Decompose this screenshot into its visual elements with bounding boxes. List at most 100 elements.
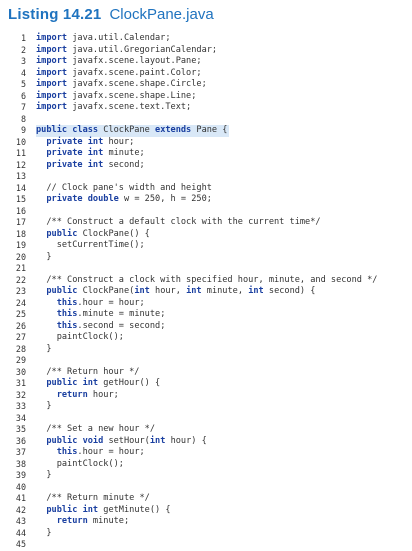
line-number: 13 — [15, 171, 26, 181]
code-token — [36, 505, 46, 515]
code-line: 36 public void setHour(int hour) { — [0, 436, 412, 448]
keyword-token: import — [36, 44, 68, 55]
code-token: hour; — [87, 389, 119, 400]
keyword-token: public void — [46, 435, 104, 446]
keyword-token: import — [36, 67, 68, 78]
code-token — [36, 390, 57, 400]
code-line: 39 } — [0, 470, 412, 482]
keyword-token: public int — [46, 378, 99, 388]
code-line: 14 // Clock pane's width and height — [0, 183, 412, 195]
line-number: 33 — [15, 401, 26, 411]
code-text: } — [36, 470, 54, 482]
code-token — [36, 447, 57, 457]
code-text: /** Set a new hour */ — [36, 424, 157, 436]
code-line: 25 this.minute = minute; — [0, 309, 412, 321]
code-text: import java.util.GregorianCalendar; — [36, 45, 219, 57]
code-token: getHour() { — [98, 378, 161, 388]
code-line: 11 private int minute; — [0, 148, 412, 160]
line-number: 44 — [15, 527, 26, 538]
code-text: public void setHour(int hour) { — [36, 436, 209, 448]
line-number: 15 — [15, 194, 26, 204]
code-text: private double w = 250, h = 250; — [36, 194, 214, 206]
code-text: public ClockPane() { — [36, 229, 152, 241]
code-text: public ClockPane(int hour, int minute, i… — [36, 286, 317, 298]
code-text: return hour; — [36, 390, 121, 402]
code-token: setCurrentTime(); — [36, 240, 145, 250]
line-number: 10 — [15, 136, 26, 147]
code-token: minute; — [87, 516, 130, 526]
code-text: paintClock(); — [36, 332, 126, 344]
code-text: import javafx.scene.layout.Pane; — [36, 56, 204, 68]
line-number: 19 — [15, 240, 26, 250]
code-token: java.util.Calendar; — [67, 33, 171, 43]
code-token: .minute = minute; — [77, 309, 166, 319]
code-token — [36, 436, 46, 446]
code-text: import java.util.Calendar; — [36, 33, 173, 45]
code-text: this.minute = minute; — [36, 309, 167, 321]
code-token: .hour = hour; — [77, 447, 145, 457]
keyword-token: int — [248, 286, 264, 296]
code-text: } — [36, 528, 54, 540]
line-number: 11 — [15, 148, 26, 158]
code-token — [36, 148, 46, 158]
line-number: 18 — [15, 228, 26, 239]
keyword-token: public — [46, 228, 78, 239]
code-token: javafx.scene.text.Text; — [67, 102, 192, 112]
code-text: this.hour = hour; — [36, 447, 147, 459]
code-token: second) { — [263, 286, 316, 296]
code-token: paintClock(); — [36, 332, 124, 342]
code-token: java.util.GregorianCalendar; — [67, 44, 218, 55]
code-line: 31 public int getHour() { — [0, 378, 412, 390]
code-text: return minute; — [36, 516, 131, 528]
keyword-token: public — [46, 286, 78, 296]
code-line: 15 private double w = 250, h = 250; — [0, 194, 412, 206]
code-text: setCurrentTime(); — [36, 240, 147, 252]
line-number: 35 — [15, 424, 26, 434]
code-line: 13 — [0, 171, 412, 183]
keyword-token: this — [56, 297, 78, 308]
code-line: 22 /** Construct a clock with specified … — [0, 275, 412, 287]
code-token: ClockPane() { — [77, 228, 150, 239]
code-token: javafx.scene.paint.Color; — [67, 67, 202, 78]
comment-token: /** Construct a clock with specified hou… — [36, 274, 378, 285]
code-token: minute, — [201, 286, 249, 296]
line-number: 3 — [20, 56, 26, 66]
keyword-token: public int — [46, 504, 99, 515]
code-text: import javafx.scene.shape.Circle; — [36, 79, 209, 91]
line-number: 24 — [15, 297, 26, 308]
code-line: 44 } — [0, 528, 412, 540]
code-token: javafx.scene.shape.Circle; — [67, 79, 207, 89]
code-line: 45 — [0, 539, 412, 551]
line-number: 26 — [15, 320, 26, 331]
code-token: .second = second; — [77, 320, 166, 331]
line-number: 2 — [20, 44, 26, 55]
code-text: } — [36, 344, 54, 356]
code-token — [36, 160, 46, 170]
code-line: 27 paintClock(); — [0, 332, 412, 344]
code-token: Pane — [191, 125, 218, 135]
code-line: 18 public ClockPane() { — [0, 229, 412, 241]
line-number: 41 — [15, 493, 26, 503]
code-text: this.second = second; — [36, 321, 167, 333]
keyword-token: extends — [155, 125, 192, 135]
keyword-token: import — [36, 33, 68, 43]
keyword-token: private int — [46, 148, 104, 158]
line-number: 31 — [15, 378, 26, 388]
line-number: 14 — [15, 182, 26, 193]
code-token — [36, 286, 46, 296]
code-text: public int getHour() { — [36, 378, 162, 390]
code-token: } — [36, 251, 52, 262]
code-text: public class ClockPane extends Pane { — [36, 125, 230, 137]
line-number: 40 — [15, 481, 26, 492]
keyword-token: private int — [46, 159, 104, 170]
code-line: 33 } — [0, 401, 412, 413]
keyword-token: import — [36, 56, 68, 66]
code-text: paintClock(); — [36, 459, 126, 471]
code-line: 21 — [0, 263, 412, 275]
keyword-token: int — [149, 435, 166, 446]
code-line: 24 this.hour = hour; — [0, 298, 412, 310]
code-line: 23 public ClockPane(int hour, int minute… — [0, 286, 412, 298]
